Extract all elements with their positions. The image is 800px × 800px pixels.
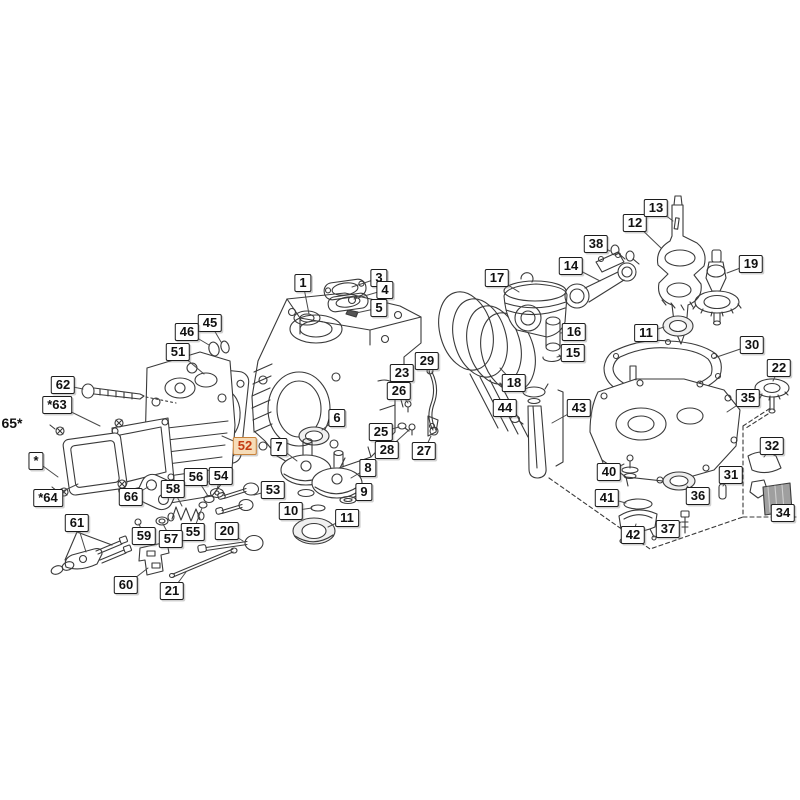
part-label-16[interactable]: 16	[561, 323, 587, 341]
oil-seal-top	[293, 310, 321, 326]
part-label-40[interactable]: 40	[596, 463, 622, 481]
part-label-star[interactable]: *	[28, 452, 44, 470]
valve-single	[197, 534, 264, 553]
part-label-55[interactable]: 55	[180, 523, 206, 541]
part-label-5[interactable]: 5	[370, 299, 388, 317]
valves	[215, 482, 260, 515]
dowel-pin	[718, 483, 727, 500]
part-label-28[interactable]: 28	[374, 441, 400, 459]
part-label-34[interactable]: 34	[770, 504, 796, 522]
part-label-8[interactable]: 8	[359, 459, 377, 477]
part-label-56[interactable]: 56	[183, 468, 209, 486]
part-label-54[interactable]: 54	[208, 467, 234, 485]
carburetor-gaskets	[323, 278, 369, 318]
part-label-21[interactable]: 21	[159, 582, 185, 600]
part-label-1[interactable]: 1	[294, 274, 312, 292]
crank-bearing	[662, 315, 694, 337]
part-label-35[interactable]: 35	[735, 389, 761, 407]
part-label-32[interactable]: 32	[759, 437, 785, 455]
part-label-52[interactable]: 52	[232, 437, 258, 455]
part-label-43[interactable]: 43	[566, 399, 592, 417]
part-label-38[interactable]: 38	[583, 235, 609, 253]
push-rod	[168, 547, 238, 579]
bolt-washer-set	[621, 454, 639, 480]
governor-gear	[745, 378, 790, 429]
part-label-30[interactable]: 30	[739, 336, 765, 354]
camshaft	[692, 249, 742, 326]
part-label-7[interactable]: 7	[270, 438, 288, 456]
part-label-65[interactable]: 65*	[1, 415, 23, 431]
part-label-37[interactable]: 37	[655, 520, 681, 538]
sump-bolt	[680, 510, 690, 534]
part-label-25[interactable]: 25	[368, 423, 394, 441]
part-label-29[interactable]: 29	[414, 352, 440, 370]
part-label-53[interactable]: 53	[260, 481, 286, 499]
part-label-41[interactable]: 41	[594, 489, 620, 507]
part-label-18[interactable]: 18	[501, 374, 527, 392]
part-label-63[interactable]: *63	[42, 396, 72, 414]
part-label-4[interactable]: 4	[376, 281, 394, 299]
part-label-59[interactable]: 59	[131, 527, 157, 545]
part-label-12[interactable]: 12	[622, 214, 648, 232]
part-label-51[interactable]: 51	[165, 343, 191, 361]
part-label-20[interactable]: 20	[214, 522, 240, 540]
head-bolt	[81, 383, 177, 404]
part-label-27[interactable]: 27	[411, 442, 437, 460]
valve-stem-seals	[208, 340, 230, 357]
part-label-61[interactable]: 61	[64, 514, 90, 532]
part-label-64[interactable]: *64	[33, 489, 63, 507]
part-label-26[interactable]: 26	[386, 382, 412, 400]
part-label-15[interactable]: 15	[560, 344, 586, 362]
wrist-pin	[542, 316, 562, 363]
oil-filler-oring	[623, 498, 653, 510]
part-label-60[interactable]: 60	[113, 576, 139, 594]
crankshaft	[656, 195, 706, 345]
part-label-31[interactable]: 31	[718, 466, 744, 484]
part-label-11b[interactable]: 11	[634, 324, 658, 342]
part-label-23[interactable]: 23	[389, 364, 415, 382]
part-label-13[interactable]: 13	[643, 199, 669, 217]
part-label-14[interactable]: 14	[558, 257, 584, 275]
upper-bearing	[298, 426, 330, 446]
part-label-66[interactable]: 66	[118, 488, 144, 506]
part-label-6[interactable]: 6	[328, 409, 346, 427]
part-label-9[interactable]: 9	[355, 483, 373, 501]
assembly-reference-line	[548, 477, 744, 550]
part-label-42[interactable]: 42	[620, 526, 646, 544]
valve-cover	[49, 418, 128, 497]
part-label-45[interactable]: 45	[197, 314, 223, 332]
part-label-46[interactable]: 46	[174, 323, 200, 341]
part-label-22[interactable]: 22	[766, 359, 792, 377]
lower-bearing	[292, 517, 336, 545]
part-label-17[interactable]: 17	[484, 269, 510, 287]
dipstick-tube	[509, 383, 564, 479]
part-label-10[interactable]: 10	[278, 502, 304, 520]
part-label-57[interactable]: 57	[158, 530, 184, 548]
part-label-62[interactable]: 62	[50, 376, 76, 394]
rod-bolts	[610, 244, 640, 265]
part-label-11a[interactable]: 11	[335, 509, 359, 527]
part-label-36[interactable]: 36	[685, 487, 711, 505]
part-label-58[interactable]: 58	[160, 480, 186, 498]
part-label-19[interactable]: 19	[738, 255, 764, 273]
rocker-arm-assembly	[50, 531, 133, 575]
valve-spring-set	[134, 487, 225, 526]
part-label-44[interactable]: 44	[492, 399, 518, 417]
